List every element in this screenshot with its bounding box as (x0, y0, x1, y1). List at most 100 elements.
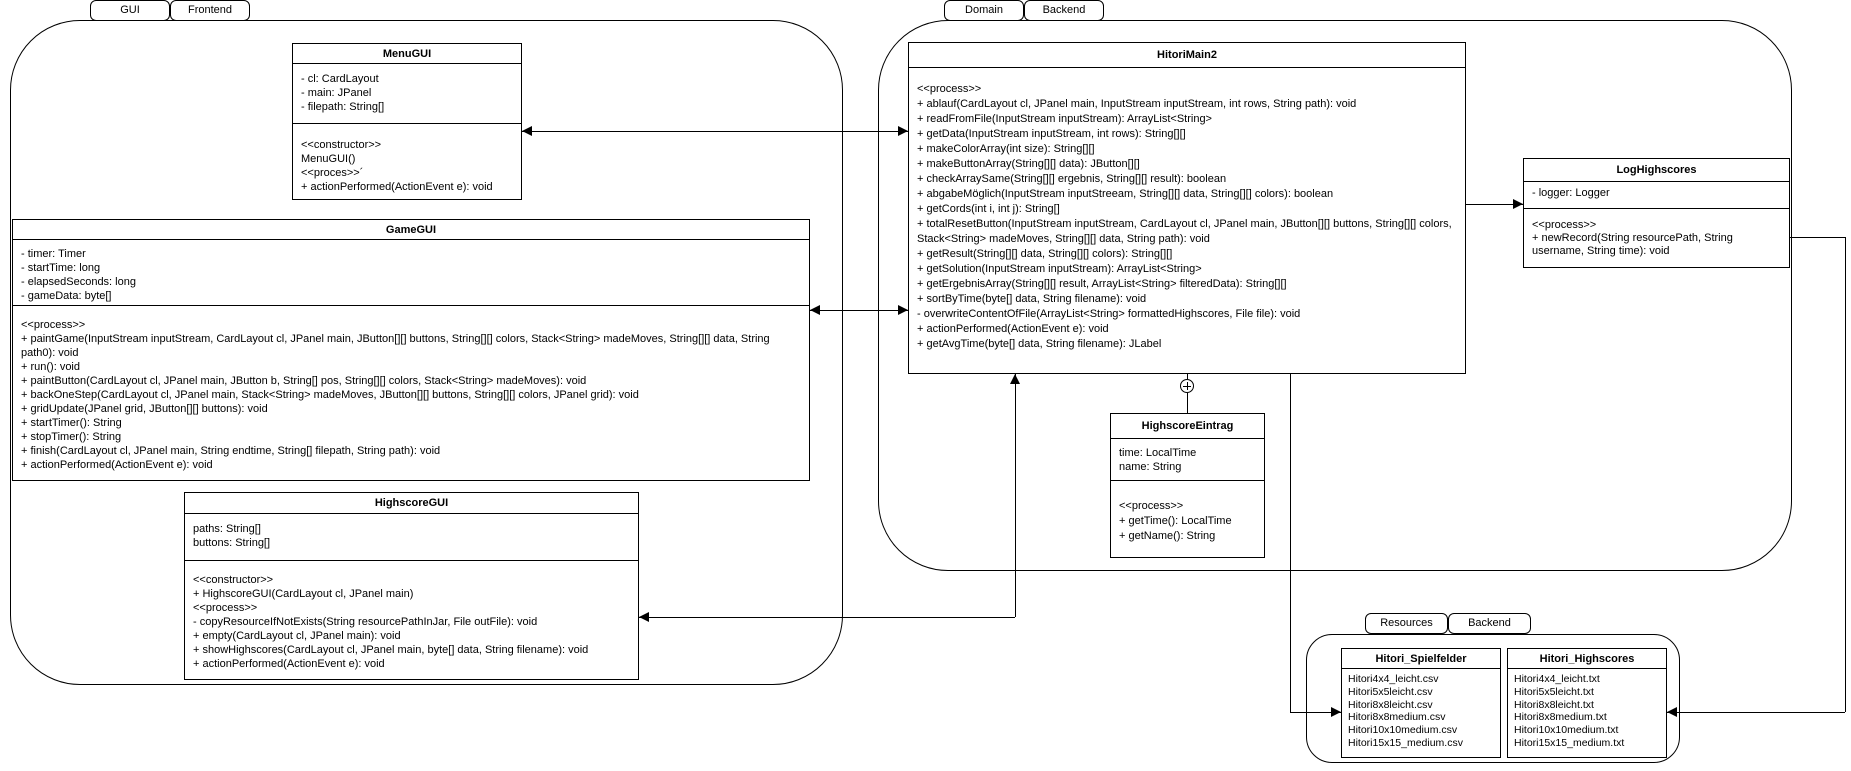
class-hitorimain2[interactable]: HitoriMain2 <<process>>+ ablauf(CardLayo… (908, 42, 1466, 374)
class-title: GameGUI (13, 220, 809, 240)
connector-hitorimain2-spielfelder-vertical[interactable] (1290, 374, 1291, 712)
method-line: + paintGame(InputStream inputStream, Car… (21, 333, 770, 359)
attribute-line: - startTime: long (21, 262, 101, 274)
attribute-line: - gameData: byte[] (21, 290, 112, 302)
package-tab-resources[interactable]: Resources (1365, 613, 1448, 634)
class-title: MenuGUI (293, 44, 521, 64)
method-line: + showHighscores(CardLayout cl, JPanel m… (193, 644, 589, 656)
resource-file-line: Hitori15x15_medium.csv (1348, 736, 1463, 749)
class-highscoregui[interactable]: HighscoreGUI paths: String[] buttons: Str… (184, 492, 639, 680)
method-line: <<process>> (1532, 219, 1597, 231)
method-line: + run(): void (21, 361, 80, 373)
connector-menugui-hitorimain2[interactable] (522, 131, 908, 132)
method-line: - overwriteContentOfFile(ArrayList<Strin… (917, 308, 1301, 320)
method-line: + actionPerformed(ActionEvent e): void (193, 658, 385, 670)
method-line: <<constructor>> (193, 574, 274, 586)
method-line: + HighscoreGUI(CardLayout cl, JPanel mai… (193, 588, 414, 600)
method-line: + paintButton(CardLayout cl, JPanel main… (21, 375, 587, 387)
method-line: + abgabeMöglich(InputStream inputStreeam… (917, 188, 1334, 200)
attributes-section: - timer: Timer - startTime: long - elapsed… (13, 240, 809, 306)
containment-circle-plus-icon (1180, 379, 1194, 393)
attribute-line: - logger: Logger (1532, 187, 1610, 199)
package-tab-frontend[interactable]: Frontend (170, 0, 250, 21)
package-tab-backend[interactable]: Backend (1024, 0, 1104, 21)
attribute-line: time: LocalTime (1119, 447, 1197, 459)
method-line: + backOneStep(CardLayout cl, JPanel main… (21, 389, 639, 401)
resource-file-line: Hitori8x8medium.csv (1348, 711, 1446, 724)
connector-containment-stub[interactable] (1187, 374, 1188, 379)
method-line: - copyResourceIfNotExists(String resourc… (193, 616, 538, 628)
connector-hitorimain2-highscoreeintrag[interactable] (1187, 393, 1188, 413)
method-line: <<process>> (193, 602, 258, 614)
attribute-line: paths: String[] (193, 523, 261, 535)
class-title: HighscoreGUI (185, 493, 638, 514)
class-menugui[interactable]: MenuGUI - cl: CardLayout- main: JPanel- … (292, 43, 522, 200)
connector-highscoregui-hitorimain2-horizontal[interactable] (639, 617, 1015, 618)
method-line: + gridUpdate(JPanel grid, JButton[][] bu… (21, 403, 268, 415)
class-gamegui[interactable]: GameGUI - timer: Timer- startTime: long-… (12, 219, 810, 481)
arrowhead-into-hitorimain2-icon (898, 305, 908, 315)
method-line: + empty(CardLayout cl, JPanel main): voi… (193, 630, 401, 642)
method-line: + actionPerformed(ActionEvent e): void (917, 323, 1109, 335)
arrowhead-into-hitorimain2-bottom-icon (1010, 374, 1020, 384)
resource-file-line: Hitori10x10medium.csv (1348, 724, 1458, 737)
resource-file-line: Hitori4x4_leicht.csv (1348, 673, 1439, 685)
connector-highscoregui-hitorimain2-vertical[interactable] (1015, 374, 1016, 617)
method-line: + getAvgTime(byte[] data, String filenam… (917, 338, 1162, 350)
attribute-line: name: String (1119, 461, 1182, 473)
package-tab-domain[interactable]: Domain (944, 0, 1024, 21)
arrowhead-into-gamegui-icon (810, 305, 820, 315)
method-line: + getName(): String (1119, 530, 1216, 542)
package-tab-backend-resources[interactable]: Backend (1448, 613, 1531, 634)
method-line: + sortByTime(byte[] data, String filenam… (917, 293, 1147, 305)
method-line: + startTimer(): String (21, 417, 122, 429)
method-line: + actionPerformed(ActionEvent e): void (21, 459, 213, 471)
class-title: HitoriMain2 (909, 43, 1465, 68)
attribute-line: buttons: String[] (193, 537, 271, 549)
connector-gamegui-hitorimain2[interactable] (810, 310, 908, 311)
resource-file-line: Hitori5x5leicht.txt (1514, 685, 1594, 698)
attribute-line: - main: JPanel (301, 87, 372, 99)
class-title: Hitori_Spielfelder (1342, 649, 1500, 669)
arrowhead-into-hitorimain2-icon (898, 126, 908, 136)
attributes-section: - logger: Logger (1524, 182, 1789, 209)
method-line: + stopTimer(): String (21, 431, 122, 443)
arrowhead-into-hitori-highscores-icon (1667, 707, 1677, 717)
attribute-line: - elapsedSeconds: long (21, 276, 136, 288)
connector-loghighscores-highscores-bottom[interactable] (1667, 712, 1845, 713)
method-line: + checkArraySame(String[][] ergebnis, St… (917, 173, 1227, 185)
arrowhead-into-menugui-icon (522, 126, 532, 136)
package-tab-gui[interactable]: GUI (90, 0, 170, 21)
method-line: + readFromFile(InputStream inputStream):… (917, 113, 1212, 125)
resource-file-line: Hitori8x8leicht.txt (1514, 698, 1594, 711)
method-line: + getCords(int i, int j): String[] (917, 203, 1060, 215)
arrowhead-into-highscoregui-icon (639, 612, 649, 622)
resource-file-line: Hitori15x15_medium.txt (1514, 736, 1625, 749)
method-line: + getData(InputStream inputStream, int r… (917, 128, 1186, 140)
class-loghighscores[interactable]: LogHighscores - logger: Logger <<process… (1523, 158, 1790, 268)
connector-loghighscores-highscores-vertical[interactable] (1845, 237, 1846, 712)
method-line: + actionPerformed(ActionEvent e): void (301, 181, 493, 193)
method-line: + getTime(): LocalTime (1119, 515, 1232, 527)
class-title: Hitori_Highscores (1508, 649, 1666, 669)
methods-section: <<process>>+ newRecord(String resourcePa… (1524, 209, 1789, 258)
method-line: + newRecord(String resourcePath, String … (1532, 232, 1733, 257)
methods-section: <<process>>+ getTime(): LocalTime+ getNa… (1111, 481, 1264, 544)
method-line: + finish(CardLayout cl, JPanel main, Str… (21, 445, 441, 457)
method-line: <<constructor>> (301, 139, 382, 151)
connector-hitorimain2-spielfelder-horizontal[interactable] (1290, 712, 1341, 713)
method-line: + makeButtonArray(String[][] data): JBut… (917, 158, 1140, 170)
methods-section: <<process>>+ paintGame(InputStream input… (13, 306, 809, 472)
method-line: + getErgebnisArray(String[][] result, Ar… (917, 278, 1287, 290)
attributes-section: time: LocalTime name: String (1111, 439, 1264, 481)
methods-section: <<constructor>>MenuGUI()<<proces>>´+ act… (293, 124, 521, 194)
attribute-line: - timer: Timer (21, 248, 86, 260)
method-line: + totalResetButton(InputStream inputStre… (917, 218, 1452, 245)
connector-hitorimain2-loghighscores[interactable] (1466, 204, 1523, 205)
connector-loghighscores-highscores-top[interactable] (1790, 237, 1845, 238)
